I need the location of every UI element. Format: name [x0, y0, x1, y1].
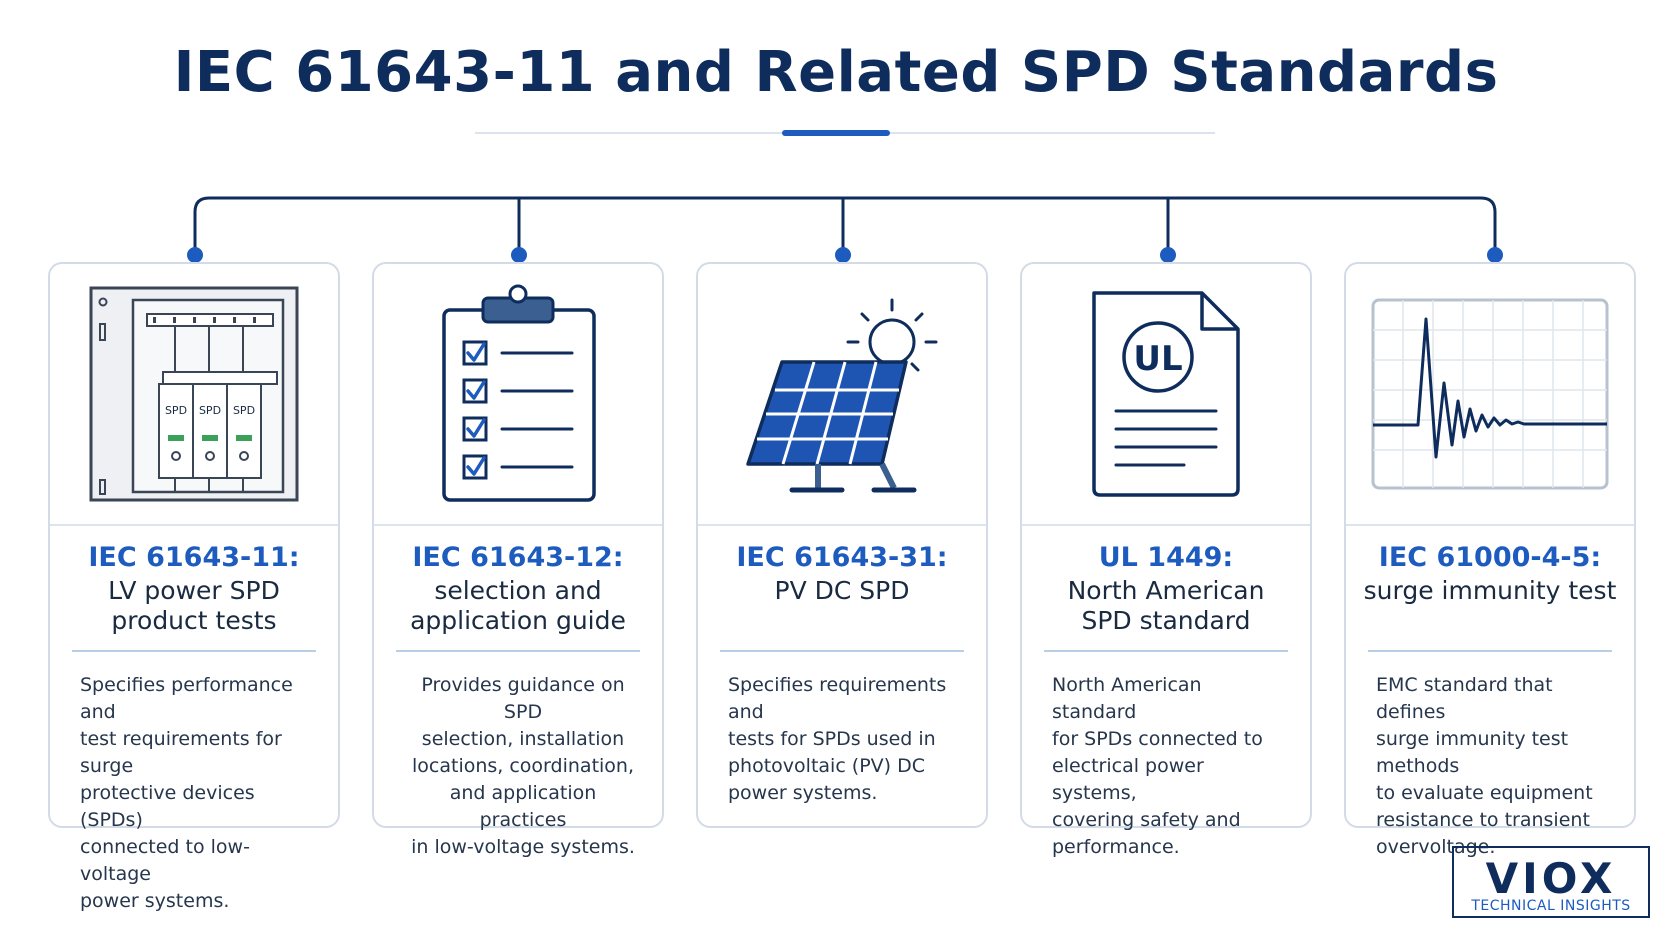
svg-text:SPD: SPD: [199, 404, 221, 417]
description-line: resistance to transient: [1376, 809, 1590, 831]
description-line: power systems.: [80, 890, 230, 912]
subtitle-line: PV DC SPD: [774, 576, 910, 605]
subtitle-line: application guide: [410, 606, 626, 635]
description-line: locations, coordination,: [412, 755, 634, 777]
description-line: to evaluate equipment: [1376, 782, 1593, 804]
logo-wordmark: VIOX: [1485, 854, 1617, 903]
subtitle-line: surge immunity test: [1363, 576, 1617, 605]
description-line: Specifies requirements and: [728, 674, 947, 723]
spd-module-2: SPD: [192, 383, 228, 479]
description-line: selection, installation: [421, 728, 625, 750]
surge-waveform-icon: [1371, 298, 1609, 490]
connector-node-5: [1487, 247, 1503, 263]
description-line: EMC standard that defines: [1376, 674, 1553, 723]
description-line: test requirements for surge: [80, 728, 282, 777]
connector-node-4: [1160, 247, 1176, 263]
standard-card-iec-61643-12: IEC 61643-12: selection and application …: [372, 262, 664, 858]
standard-card-ul-1449: UL UL 1449: North American SPD standard …: [1020, 262, 1312, 858]
standard-subtitle: North American SPD standard: [1032, 576, 1300, 636]
description-line: performance.: [1052, 836, 1180, 858]
description-line: for SPDs connected to: [1052, 728, 1263, 750]
surge-protector-panel-icon: SPD SPD SPD: [89, 286, 299, 502]
card-illustration: UL: [1022, 264, 1310, 524]
standard-subtitle: LV power SPD product tests: [60, 576, 328, 636]
description-line: protective devices (SPDs): [80, 782, 255, 831]
card-rule: [72, 650, 316, 652]
description-line: power systems.: [728, 782, 878, 804]
svg-text:SPD: SPD: [165, 404, 187, 417]
card-illustration: [1346, 264, 1634, 524]
standard-heading: IEC 61643-12:: [412, 542, 624, 573]
standard-description: Specifies requirements and tests for SPD…: [728, 672, 966, 807]
description-line: covering safety and: [1052, 809, 1241, 831]
standard-subtitle: surge immunity test: [1356, 576, 1624, 606]
connector-node-3: [835, 247, 851, 263]
description-line: connected to low-voltage: [80, 836, 250, 885]
description-line: overvoltage.: [1376, 836, 1496, 858]
description-line: Specifies performance and: [80, 674, 293, 723]
description-line: Provides guidance on SPD: [421, 674, 625, 723]
solar-panel-icon: [746, 298, 938, 493]
standard-card-iec-61643-31: IEC 61643-31: PV DC SPD Specifies requir…: [696, 262, 988, 828]
standard-description: North American standard for SPDs connect…: [1052, 672, 1290, 861]
standard-heading: IEC 61643-31:: [736, 542, 948, 573]
card-divider: [50, 524, 338, 526]
description-line: photovoltaic (PV) DC: [728, 755, 926, 777]
standard-subtitle: PV DC SPD: [708, 576, 976, 606]
standard-subtitle: selection and application guide: [384, 576, 652, 636]
clipboard-checklist-icon: [442, 284, 596, 502]
logo-tagline: TECHNICAL INSIGHTS: [1471, 898, 1631, 914]
standard-heading: IEC 61643-11:: [88, 542, 300, 573]
standard-description: Provides guidance on SPD selection, inst…: [404, 672, 642, 861]
standard-card-iec-61643-11: SPD SPD SPD IEC 61643-11: LV power S: [48, 262, 340, 912]
subtitle-line: product tests: [111, 606, 277, 635]
spd-module-3: SPD: [226, 383, 262, 479]
description-line: and application practices: [449, 782, 597, 831]
description-line: in low-voltage systems.: [411, 836, 635, 858]
card-illustration: [374, 264, 662, 524]
connector-node-1: [187, 247, 203, 263]
connector-node-2: [511, 247, 527, 263]
title-accent-bar: [782, 130, 890, 136]
standard-card-iec-61000-4-5: IEC 61000-4-5: surge immunity test EMC s…: [1344, 262, 1636, 858]
svg-text:SPD: SPD: [233, 404, 255, 417]
standard-description: EMC standard that defines surge immunity…: [1376, 672, 1614, 861]
description-line: North American standard: [1052, 674, 1202, 723]
description-line: electrical power systems,: [1052, 755, 1204, 804]
subtitle-line: SPD standard: [1081, 606, 1251, 635]
subtitle-line: LV power SPD: [108, 576, 280, 605]
card-rule: [1044, 650, 1288, 652]
subtitle-line: North American: [1067, 576, 1265, 605]
standard-heading: UL 1449:: [1098, 542, 1234, 573]
card-rule: [1368, 650, 1612, 652]
card-divider: [1022, 524, 1310, 526]
spd-module-1: SPD: [158, 383, 194, 479]
description-line: tests for SPDs used in: [728, 728, 936, 750]
ul-mark-text: UL: [1133, 339, 1182, 379]
card-divider: [1346, 524, 1634, 526]
page-title: IEC 61643-11 and Related SPD Standards: [173, 40, 1499, 105]
ul-document-icon: UL: [1092, 291, 1240, 497]
card-illustration: SPD SPD SPD: [50, 264, 338, 524]
card-rule: [396, 650, 640, 652]
standard-description: Specifies performance and test requireme…: [80, 672, 318, 915]
card-rule: [720, 650, 964, 652]
viox-logo: VIOX TECHNICAL INSIGHTS: [1452, 846, 1650, 918]
standard-heading: IEC 61000-4-5:: [1378, 542, 1602, 573]
card-divider: [374, 524, 662, 526]
card-divider: [698, 524, 986, 526]
card-illustration: [698, 264, 986, 524]
description-line: surge immunity test methods: [1376, 728, 1569, 777]
subtitle-line: selection and: [434, 576, 602, 605]
connector-tree: [187, 196, 1503, 263]
